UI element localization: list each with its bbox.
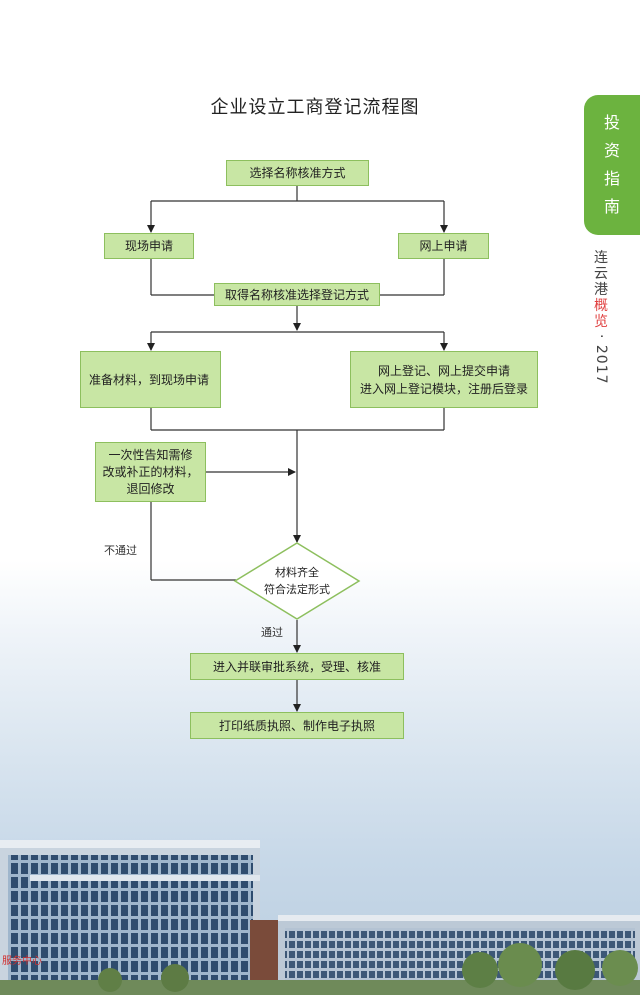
step-prepare-materials: 准备材料，到现场申请 xyxy=(80,351,221,408)
label-fail: 不通过 xyxy=(104,544,137,557)
step-select-method: 选择名称核准方式 xyxy=(226,160,369,186)
caption-char-1: 连 xyxy=(594,250,608,266)
step-onsite-apply: 现场申请 xyxy=(104,233,194,259)
side-tab-char-2: 资 xyxy=(603,141,620,160)
side-tab-char-3: 指 xyxy=(603,169,620,188)
caption-char-4: 概 xyxy=(594,298,608,314)
return-line-1: 一次性告知需修 xyxy=(108,447,193,462)
step-online-apply: 网上申请 xyxy=(398,233,489,259)
return-line-2: 改或补正的材料， xyxy=(102,464,199,479)
label-pass: 通过 xyxy=(261,626,283,639)
side-tab-investment-guide[interactable]: 投 资 指 南 xyxy=(584,95,640,235)
caption-char-3: 港 xyxy=(594,282,608,298)
decision-line-1: 材料齐全 xyxy=(275,566,319,579)
step-print-license: 打印纸质执照、制作电子执照 xyxy=(190,712,404,739)
online-register-line-1: 网上登记、网上提交申请 xyxy=(377,363,510,378)
page-title: 企业设立工商登记流程图 xyxy=(210,97,420,118)
step-return-modify: 一次性告知需修 改或补正的材料， 退回修改 xyxy=(95,442,206,502)
side-tab-char-1: 投 xyxy=(603,113,620,132)
side-caption: 连 云 港 概 览 · 2017 xyxy=(592,250,610,385)
decision-diamond xyxy=(233,542,361,620)
building-sign: 服务中心 xyxy=(2,956,42,967)
side-tab-char-4: 南 xyxy=(603,197,620,216)
decision-line-2: 符合法定形式 xyxy=(264,583,330,596)
online-register-line-2: 进入网上登记模块，注册后登录 xyxy=(359,381,528,396)
step-online-register: 网上登记、网上提交申请 进入网上登记模块，注册后登录 xyxy=(350,351,538,408)
step-enter-system: 进入并联审批系统，受理、核准 xyxy=(190,653,404,680)
caption-year: · 2017 xyxy=(593,334,609,385)
return-line-3: 退回修改 xyxy=(126,481,175,496)
decision-text: 材料齐全 符合法定形式 xyxy=(248,564,346,598)
caption-char-2: 云 xyxy=(594,266,608,282)
building-photo xyxy=(0,840,640,995)
step-obtain-approval: 取得名称核准选择登记方式 xyxy=(214,283,380,306)
caption-char-5: 览 xyxy=(594,314,608,330)
